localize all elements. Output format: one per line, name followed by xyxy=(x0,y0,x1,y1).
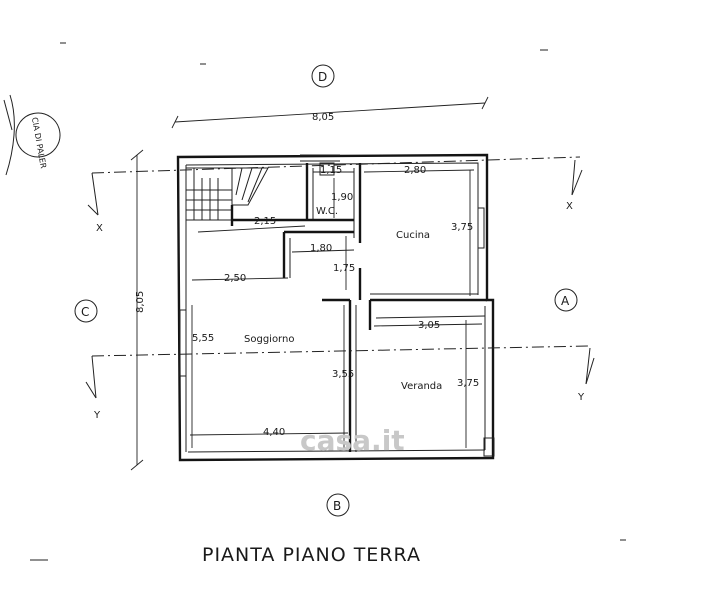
view-marker-right-label: A xyxy=(561,294,570,308)
dim-veranda-height: 3,75 xyxy=(457,378,479,389)
view-marker-top-label: D xyxy=(318,70,327,84)
section-marker-y-left: Y xyxy=(93,410,101,421)
view-marker-right: A xyxy=(554,288,578,312)
dim-living-upper-width: 2,50 xyxy=(224,273,246,284)
watermark: casa.it xyxy=(300,424,405,457)
room-label-living: Soggiorno xyxy=(244,334,294,345)
municipal-stamp: CIA DI PALER xyxy=(15,112,61,170)
dim-kitchen-height: 3,75 xyxy=(451,222,473,233)
dim-wc-height: 1,90 xyxy=(331,192,353,203)
scan-edge-marks xyxy=(3,42,626,561)
view-marker-top: D xyxy=(311,64,335,88)
view-marker-left-label: C xyxy=(81,305,89,319)
page-title: PIANTA PIANO TERRA xyxy=(202,544,421,566)
dim-veranda-width: 3,05 xyxy=(418,320,440,331)
dim-total-width: 8,05 xyxy=(312,112,334,123)
view-marker-left: C xyxy=(74,299,98,323)
view-marker-bottom-label: B xyxy=(333,499,341,513)
section-cut-lines xyxy=(85,156,595,399)
outer-walls xyxy=(176,153,495,462)
room-label-veranda: Veranda xyxy=(401,381,442,392)
dim-corridor-height: 1,75 xyxy=(333,263,355,274)
dim-stair-landing: 2,15 xyxy=(254,216,276,227)
section-marker-x-right: X xyxy=(566,201,573,212)
interior-walls xyxy=(230,162,487,452)
room-label-wc: W.C. xyxy=(316,206,338,217)
section-marker-x-left: X xyxy=(96,223,103,234)
dim-living-width: 4,40 xyxy=(263,427,285,438)
dim-living-height: 5,55 xyxy=(192,333,214,344)
windows xyxy=(179,154,495,457)
dim-total-height: 8,05 xyxy=(135,291,146,313)
stamp-text: CIA DI PALER xyxy=(30,117,48,170)
dim-corridor-width: 1,80 xyxy=(310,243,332,254)
dim-kitchen-width: 2,80 xyxy=(404,165,426,176)
staircase xyxy=(186,167,269,221)
room-label-kitchen: Cucina xyxy=(396,230,430,241)
top-overall-dimension: 8,05 xyxy=(171,96,489,129)
view-marker-bottom: B xyxy=(326,493,350,517)
dim-living-right-height: 3,55 xyxy=(332,369,354,380)
left-overall-dimension: 8,05 xyxy=(130,149,146,471)
section-marker-y-right: Y xyxy=(577,392,585,403)
dim-wc-width: 1,15 xyxy=(320,165,342,176)
interior-dimension-lines xyxy=(189,169,483,448)
